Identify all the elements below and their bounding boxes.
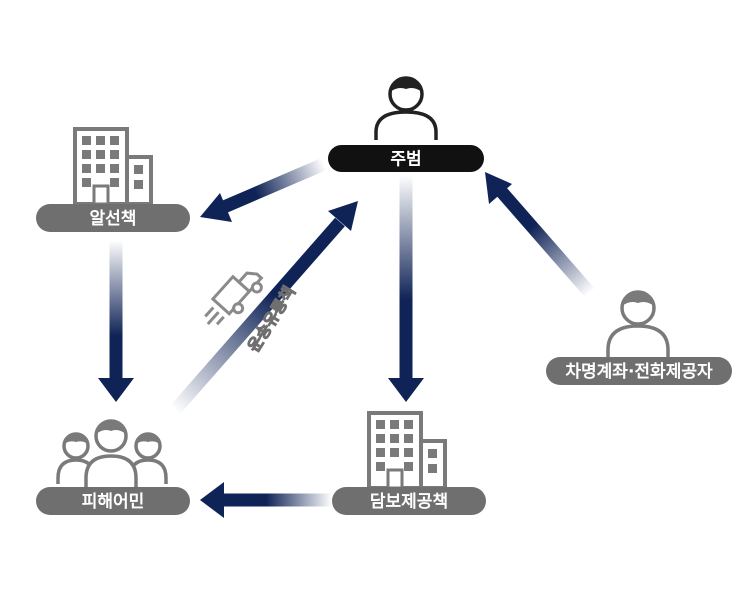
building-icon xyxy=(367,411,447,490)
collateral-label: 담보제공책 xyxy=(370,492,448,512)
arrow-collateral-to-victims xyxy=(200,482,332,518)
truck-icon xyxy=(204,271,264,326)
account-provider-node: 차명계좌·전화제공자 xyxy=(546,357,732,385)
boss-label: 주범 xyxy=(390,150,421,170)
person-icon xyxy=(374,76,438,140)
arrow-victims-to-boss xyxy=(170,201,358,415)
victims-label: 피해어민 xyxy=(82,492,145,512)
victims-node: 피해어민 xyxy=(36,487,190,515)
group-icon xyxy=(56,419,168,488)
arrow-boss-to-collateral xyxy=(388,175,424,402)
account-provider-label: 차명계좌·전화제공자 xyxy=(565,362,713,382)
solicitor-label: 알선책 xyxy=(90,209,137,229)
person-icon xyxy=(606,290,670,360)
arrow-boss-to-solicitor xyxy=(200,158,327,222)
collateral-node: 담보제공책 xyxy=(332,487,486,515)
arrow-solicitor-to-victims xyxy=(98,240,134,402)
solicitor-node: 알선책 xyxy=(36,204,190,232)
building-icon xyxy=(73,127,153,206)
boss-node: 주범 xyxy=(328,145,484,172)
arrow-account-provider-to-boss xyxy=(485,172,595,298)
